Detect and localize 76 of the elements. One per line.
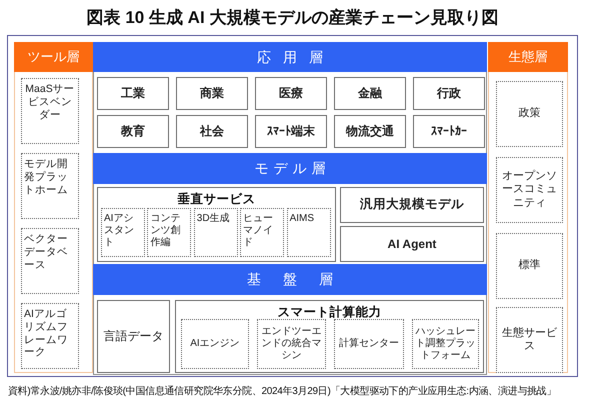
column-header: ツール層 xyxy=(14,42,93,72)
group-title: スマート計算能力 xyxy=(276,304,382,320)
item-label: 医療 xyxy=(279,86,303,101)
item-label: コンテンツ創作編 xyxy=(150,213,182,250)
item-label: 金融 xyxy=(358,86,382,101)
dashed-item-card xyxy=(496,233,563,299)
item-label: 3D生成 xyxy=(196,213,230,226)
item-label: AIアシスタント xyxy=(104,213,135,250)
group-card xyxy=(97,187,336,262)
layer-panel xyxy=(93,264,487,375)
item-card xyxy=(340,187,484,223)
item-card xyxy=(97,300,170,373)
item-label: ｽﾏｰﾄｶｰ xyxy=(431,124,467,139)
item-label: 教育 xyxy=(121,124,145,139)
item-label: モデル開発プラットホーム xyxy=(24,158,69,196)
item-card xyxy=(176,77,248,110)
item-label: 商業 xyxy=(200,86,224,101)
item-card xyxy=(334,115,406,148)
dashed-item-card xyxy=(496,157,563,223)
side-column xyxy=(14,42,93,373)
source-note: 資料)常永波/姚亦非/陈俊琰(中国信息通信研究院华东分院、2024年3月29日)「大模型驱动下的产业应用生态:内涵、演进与挑战」 xyxy=(8,385,556,398)
layer-header: モデル層 xyxy=(93,153,487,184)
dashed-item-card xyxy=(286,208,331,257)
item-card xyxy=(176,115,248,148)
dashed-item-card xyxy=(21,228,79,294)
item-label: AIMS xyxy=(290,213,314,226)
item-label: 計算センター xyxy=(339,338,399,350)
group-title: 垂直サービス xyxy=(176,191,256,207)
item-label: 標準 xyxy=(518,259,540,273)
dashed-item-card xyxy=(257,319,326,369)
layer-panel xyxy=(93,153,487,265)
dashed-item-card xyxy=(147,208,192,257)
item-card xyxy=(340,226,484,262)
column-header: 生態層 xyxy=(488,42,568,72)
dashed-item-card xyxy=(240,208,284,257)
item-label: MaaSサービスベンダー xyxy=(24,83,76,122)
item-card xyxy=(97,77,169,110)
diagram-title: 図表 10 生成 AI 大規模モデルの産業チェーン見取り図 xyxy=(86,7,500,29)
dashed-item-card xyxy=(496,81,563,147)
dashed-item-card xyxy=(101,208,145,257)
item-label: ハッシュレート調整プラットフォーム xyxy=(415,326,476,362)
dashed-item-card xyxy=(334,319,404,369)
dashed-item-card xyxy=(496,307,563,373)
item-card xyxy=(97,115,169,148)
item-label: 政策 xyxy=(518,107,540,121)
item-card xyxy=(413,115,485,148)
dashed-item-card xyxy=(21,303,79,369)
item-label: 社会 xyxy=(200,124,224,139)
item-label: オープンソースコミュニティ xyxy=(501,170,558,210)
layer-panel xyxy=(93,42,487,154)
item-label: ベクターデータベース xyxy=(24,233,69,272)
item-label: 行政 xyxy=(437,86,461,101)
item-label: 生態サービス xyxy=(501,326,558,354)
group-card xyxy=(175,300,484,373)
item-label: ヒューマノイド xyxy=(243,213,274,250)
item-label: AI Agent xyxy=(388,236,436,252)
layer-header: 応用層 xyxy=(93,42,487,72)
dashed-item-card xyxy=(412,319,479,369)
item-label: AIアルゴリズムフレームワーク xyxy=(24,308,69,360)
dashed-item-card xyxy=(21,78,79,144)
item-card xyxy=(255,77,327,110)
item-label: 工業 xyxy=(121,86,145,101)
item-card xyxy=(413,77,485,110)
item-label: エンドツーエンドの統合マシン xyxy=(260,326,322,362)
item-label: 物流交通 xyxy=(346,124,394,139)
item-label: 汎用大規模モデル xyxy=(360,197,464,213)
item-label: 言語データ xyxy=(104,329,164,344)
layer-header: 基盤層 xyxy=(93,264,487,295)
item-label: ｽﾏｰﾄ端末 xyxy=(267,124,315,139)
item-label: AIエンジン xyxy=(190,338,240,350)
dashed-item-card xyxy=(194,208,238,257)
dashed-item-card xyxy=(21,153,79,219)
item-card xyxy=(334,77,406,110)
side-column xyxy=(488,42,568,373)
dashed-item-card xyxy=(181,319,249,369)
item-card xyxy=(255,115,327,148)
